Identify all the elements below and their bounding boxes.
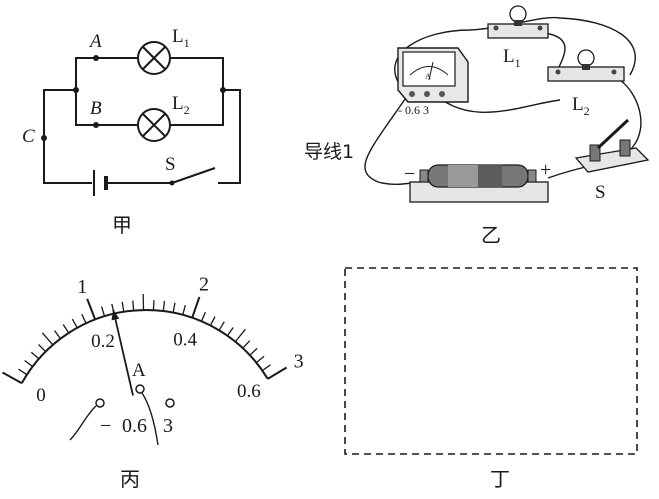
- dial-inner-label: 0.4: [173, 330, 197, 351]
- dial-terminal-minus-label: −: [100, 415, 111, 437]
- dial-terminal-0.6-ring: [135, 384, 145, 394]
- physical-circuit-yi: A - 0.6 3 L1 L2: [304, 5, 650, 247]
- dial-tick: [53, 330, 62, 339]
- dial-tick: [2, 371, 23, 385]
- branch2-wire-right: [171, 92, 224, 126]
- dial-needle-head: [111, 309, 120, 321]
- label-yi-S: S: [595, 182, 606, 203]
- dial-tick: [267, 366, 288, 380]
- dial-outer-label: 3: [294, 350, 304, 372]
- label-yi-L1: L1: [503, 46, 521, 70]
- caption-bing: 丙: [120, 467, 140, 491]
- dial-wire-0.6: [141, 392, 159, 446]
- label-L2: L2: [172, 93, 190, 117]
- lamp-L1-device: [487, 5, 549, 39]
- caption-jia: 甲: [112, 213, 132, 237]
- dashed-answer-box: [344, 267, 638, 455]
- branch1-wire-left: [75, 57, 137, 88]
- dial-tick: [62, 324, 70, 334]
- dial-tick: [255, 355, 265, 364]
- ammeter-terminal-0.6: [424, 91, 430, 97]
- caption-yi: 乙: [481, 223, 501, 247]
- ammeter-device: A - 0.6 3: [397, 47, 469, 117]
- dial-inner-label: 0.2: [91, 331, 115, 352]
- dial-terminal-0.6-label: 0.6: [122, 415, 147, 437]
- dial-tick: [261, 364, 271, 372]
- battery-plus-label: +: [540, 159, 551, 181]
- branch2-wire-left: [75, 92, 137, 126]
- dial-tick: [200, 311, 206, 322]
- label-yi-L2: L2: [572, 94, 590, 118]
- battery-minus-label: −: [404, 163, 415, 185]
- ammeter-dial-bing: 012300.20.40.6: [2, 274, 304, 406]
- ammeter-terminal-3: [439, 91, 445, 97]
- ammeter-terminal-labels: - 0.6 3: [398, 103, 429, 117]
- switch-device: [574, 118, 650, 173]
- label-S: S: [165, 154, 176, 175]
- dial-tick: [81, 313, 87, 324]
- point-C-dot: [41, 135, 47, 141]
- dial-tick: [218, 321, 225, 331]
- junction-left-dot: [73, 87, 79, 93]
- wire-1: [364, 91, 421, 185]
- dial-inner-label: 0.6: [237, 381, 261, 402]
- dial-terminal-3-label: 3: [163, 415, 173, 437]
- circuit-diagram-jia: A B C L1 L2 S 甲: [22, 26, 241, 237]
- dial-tick: [121, 301, 125, 312]
- junction-right-dot: [220, 87, 226, 93]
- dial-tick: [100, 306, 106, 317]
- dial-tick: [209, 316, 216, 326]
- dial-tick: [30, 351, 40, 360]
- dial-tick: [249, 347, 258, 356]
- dial-tick: [234, 328, 246, 343]
- switch-blade: [171, 167, 216, 184]
- dial-outer-label: 2: [199, 274, 209, 296]
- dial-tick: [18, 368, 28, 376]
- dial-inner-label: 0: [36, 385, 46, 406]
- dial-tick: [242, 340, 251, 349]
- dial-tick: [71, 318, 78, 329]
- label-L1: L1: [172, 26, 190, 50]
- point-A-dot: [93, 55, 99, 61]
- dial-outer-label: 1: [77, 276, 87, 298]
- main-wire-left: [43, 89, 92, 184]
- dial-terminals: A − 0.6 3 丙: [69, 360, 175, 491]
- blank-box-ding: 丁: [344, 267, 638, 491]
- dial-terminal-minus-ring: [95, 398, 105, 408]
- dial-tick: [132, 300, 135, 311]
- lamp-L2-symbol: [137, 108, 171, 142]
- dial-tick: [86, 298, 97, 320]
- dial-tick: [24, 359, 33, 368]
- dial-terminal-3-ring: [165, 398, 175, 408]
- dial-tick: [38, 344, 47, 353]
- label-wire-1: 导线1: [304, 141, 354, 163]
- lamp-L1-symbol: [137, 41, 171, 75]
- dial-tick: [41, 332, 54, 346]
- main-wire-right: [218, 89, 241, 184]
- branch1-wire-right: [171, 57, 224, 90]
- dial-unit-letter: A: [132, 360, 146, 381]
- label-C: C: [22, 126, 35, 147]
- point-B-dot: [93, 122, 99, 128]
- ammeter-letter: A: [425, 72, 431, 81]
- dial-tick: [162, 301, 166, 312]
- dial-tick: [226, 327, 234, 337]
- lamp-L2-device: [547, 49, 625, 82]
- caption-ding: 丁: [490, 467, 510, 491]
- dial-arc: [20, 309, 269, 384]
- dial-needle: [112, 309, 134, 396]
- dial-tick: [152, 300, 155, 311]
- wire-switch-L2: [619, 79, 642, 151]
- label-A: A: [88, 31, 102, 52]
- dial-tick: [182, 305, 186, 315]
- dial-tick: [172, 302, 176, 313]
- ammeter-terminal-minus: [409, 91, 415, 97]
- dial-wire-minus: [69, 405, 97, 441]
- label-B: B: [90, 98, 102, 119]
- dial-tick: [191, 296, 201, 319]
- battery-holder: [409, 164, 549, 203]
